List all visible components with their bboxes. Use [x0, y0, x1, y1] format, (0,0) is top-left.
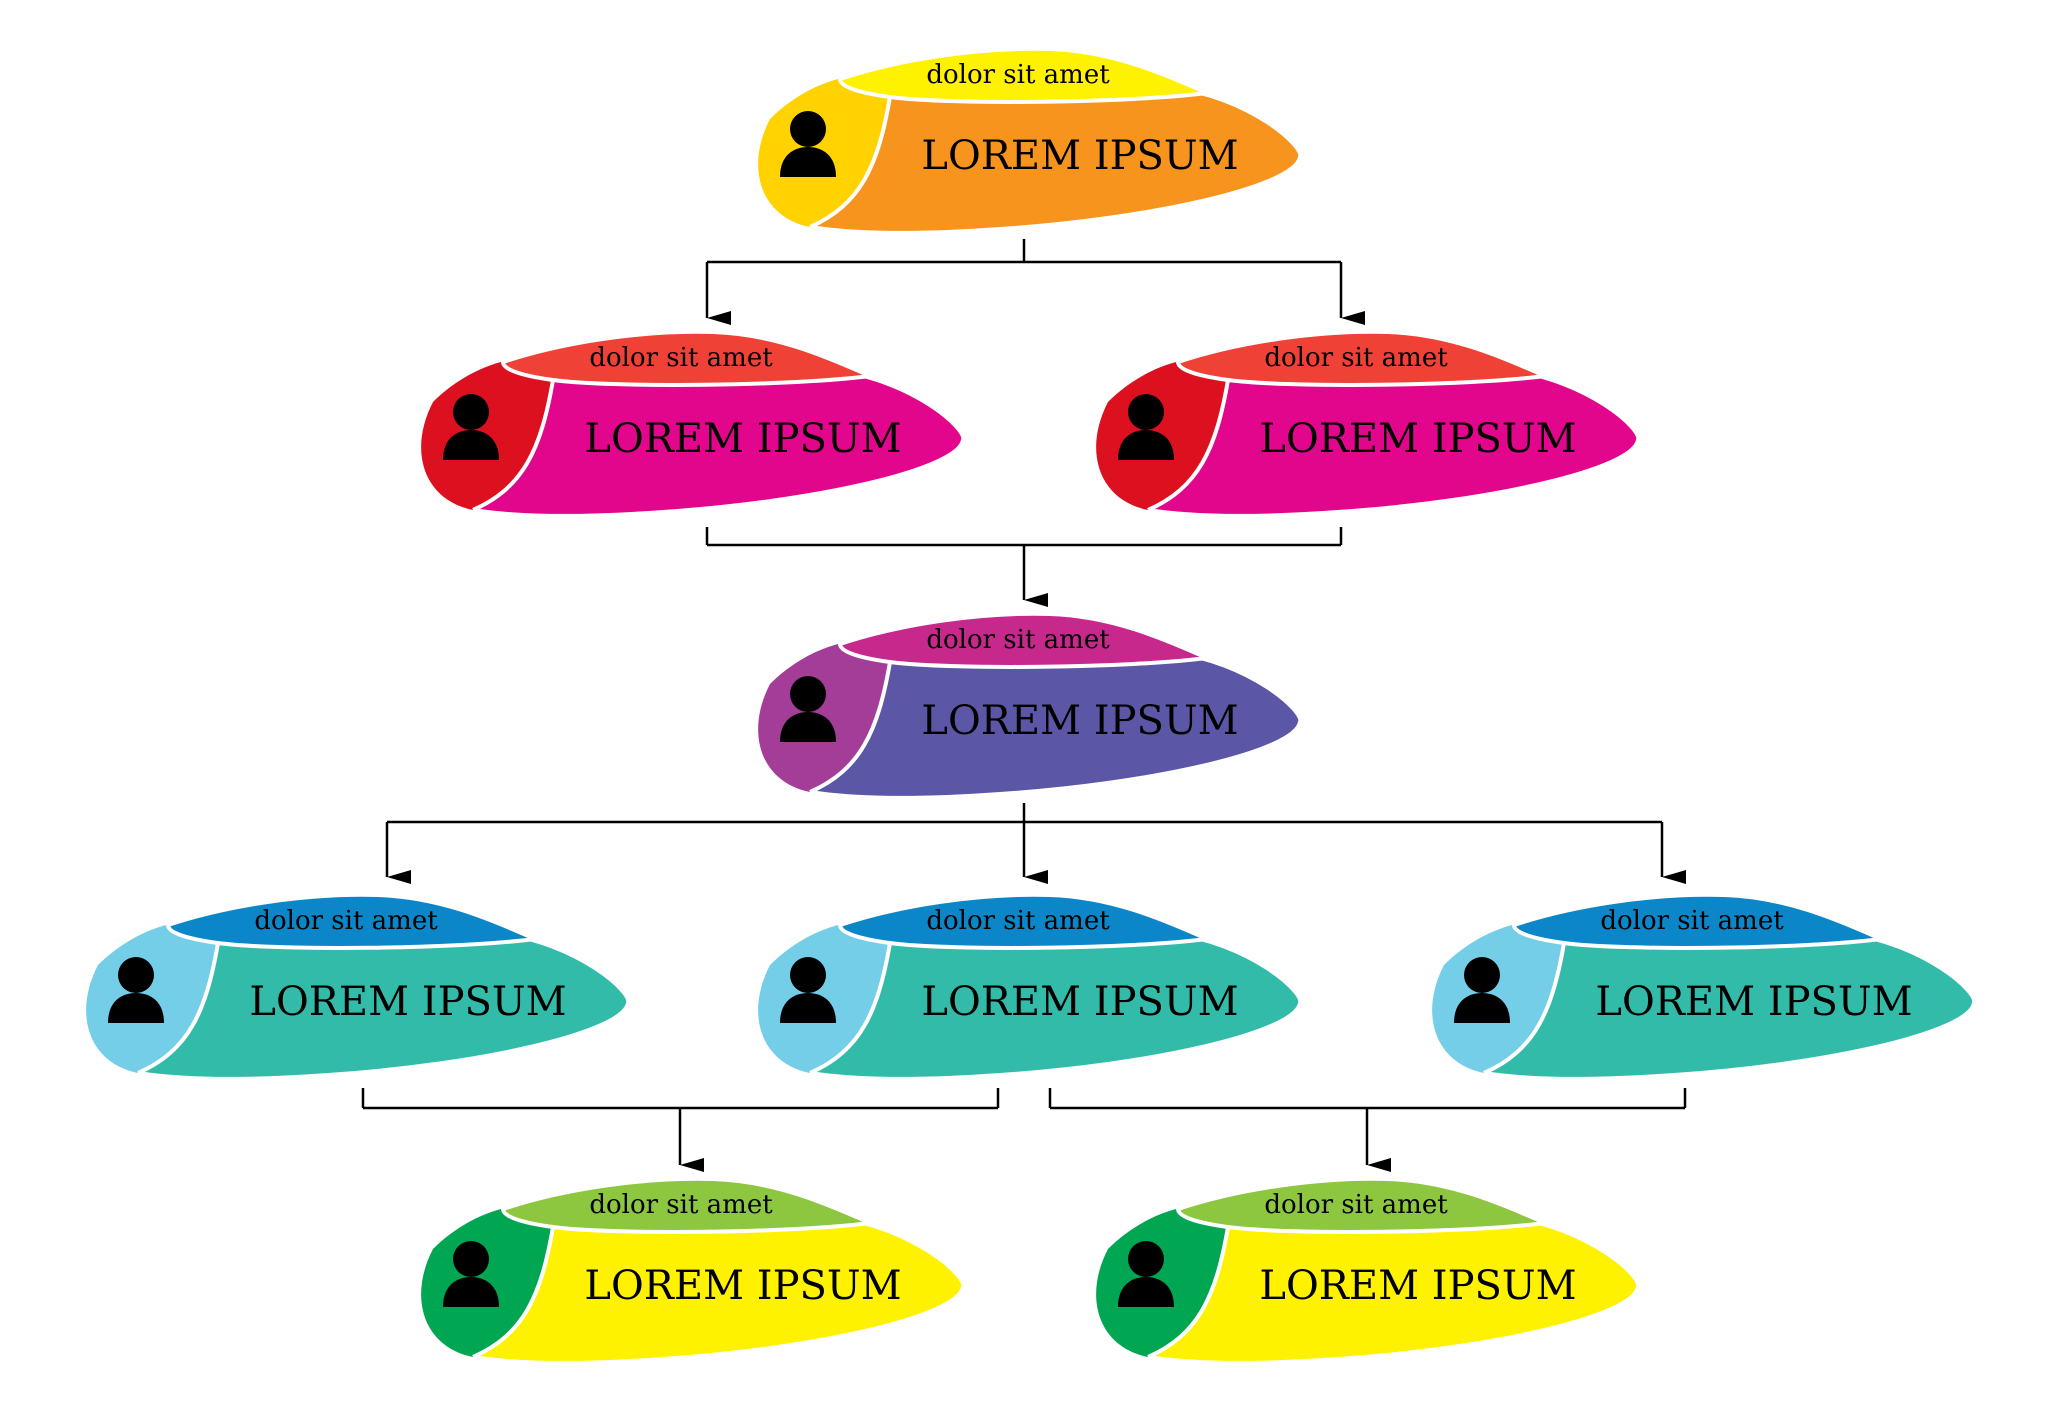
- node-tab: [1175, 1176, 1553, 1234]
- node-subtitle: dolor sit amet: [926, 60, 1110, 90]
- connectors: [361, 239, 1687, 1172]
- node-tab: [837, 892, 1215, 950]
- person-icon: [443, 1241, 499, 1307]
- node-title: LOREM IPSUM: [584, 416, 901, 462]
- node-tab: [500, 329, 878, 387]
- node-title: LOREM IPSUM: [921, 979, 1238, 1025]
- node-subtitle: dolor sit amet: [926, 906, 1110, 936]
- node-subtitle: dolor sit amet: [589, 343, 773, 373]
- node-title: LOREM IPSUM: [584, 1263, 901, 1309]
- connector-n4-to-level4: [385, 803, 1686, 884]
- person-icon: [1118, 1241, 1174, 1307]
- connector-to-n8: [361, 1088, 1000, 1172]
- person-icon: [108, 957, 164, 1023]
- connector-n1-to-level2: [705, 239, 1365, 325]
- node-subtitle: dolor sit amet: [1264, 1190, 1448, 1220]
- node-divider: [1147, 1226, 1230, 1359]
- node-tab: [837, 46, 1215, 104]
- person-icon: [1118, 394, 1174, 460]
- node-divider: [809, 96, 892, 229]
- node-title: LOREM IPSUM: [1595, 979, 1912, 1025]
- node-title: LOREM IPSUM: [1259, 416, 1576, 462]
- node-divider: [1483, 942, 1566, 1075]
- node-subtitle: dolor sit amet: [1264, 343, 1448, 373]
- person-icon: [780, 676, 836, 742]
- node-divider: [472, 1226, 555, 1359]
- node-tab: [500, 1176, 878, 1234]
- connector-to-n9: [1048, 1088, 1687, 1172]
- person-icon: [443, 394, 499, 460]
- node-subtitle: dolor sit amet: [589, 1190, 773, 1220]
- node-tab: [837, 611, 1215, 669]
- node-title: LOREM IPSUM: [249, 979, 566, 1025]
- node-tab: [165, 892, 543, 950]
- node-divider: [809, 942, 892, 1075]
- person-icon: [780, 957, 836, 1023]
- node-tab: [1511, 892, 1889, 950]
- node-tab: [1175, 329, 1553, 387]
- person-icon: [1454, 957, 1510, 1023]
- node-title: LOREM IPSUM: [921, 133, 1238, 179]
- node-divider: [472, 379, 555, 512]
- node-subtitle: dolor sit amet: [926, 625, 1110, 655]
- person-icon: [780, 111, 836, 177]
- node-subtitle: dolor sit amet: [254, 906, 438, 936]
- node-divider: [1147, 379, 1230, 512]
- connector-level2-to-n4: [705, 527, 1343, 607]
- node-title: LOREM IPSUM: [921, 698, 1238, 744]
- node-divider: [809, 661, 892, 794]
- node-title: LOREM IPSUM: [1259, 1263, 1576, 1309]
- node-divider: [137, 942, 220, 1075]
- node-subtitle: dolor sit amet: [1600, 906, 1784, 936]
